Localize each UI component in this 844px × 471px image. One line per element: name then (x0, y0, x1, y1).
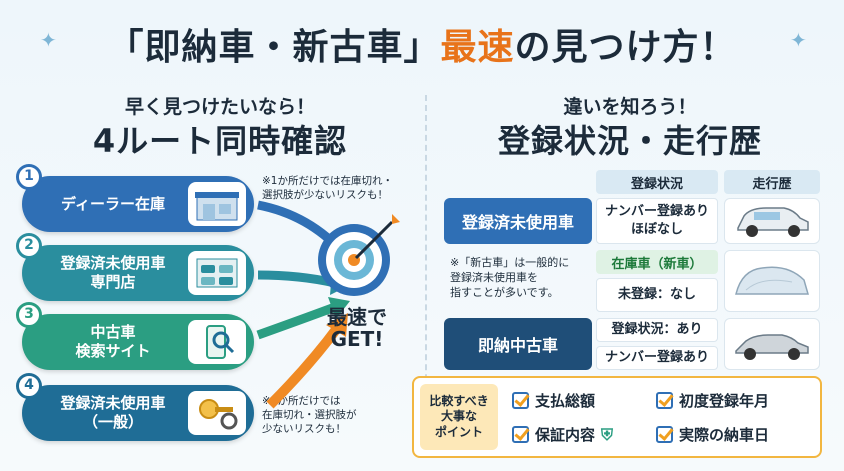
checkbox-icon (656, 426, 673, 443)
point-first-registration: 初度登録年月 (656, 390, 769, 411)
target-icon (318, 214, 400, 296)
route-number: 2 (16, 233, 42, 259)
phone-search-icon (188, 320, 246, 364)
point-total-price: 支払総額 (512, 390, 595, 411)
route-number: 1 (16, 164, 42, 190)
col-header-mileage: 走行歴 (724, 170, 820, 194)
route-used-new-shop: 2 登録済未使用車専門店 (16, 233, 254, 301)
get-text: 最速で GET! (327, 305, 387, 351)
right-heading: 登録状況・走行歴 (497, 122, 762, 160)
checkbox-icon (656, 392, 673, 409)
row2-status: 未登録：なし (596, 278, 718, 312)
arrow-3-icon (256, 297, 350, 340)
car-lot-icon (188, 251, 246, 295)
note-top: ※1か所だけでは在庫切れ・ 選択肢が少ないリスクも！ (262, 175, 393, 202)
row1-status: ナンバー登録あり ほぼなし (596, 198, 718, 244)
left-heading: 4ルート同時確認 (92, 122, 348, 160)
point-delivery-date: 実際の納車日 (656, 424, 769, 445)
divider (425, 95, 427, 450)
arrow-4-icon (266, 313, 348, 409)
car-key-icon (188, 391, 246, 435)
left-subtitle: 早く見つけたいなら！ (124, 96, 315, 118)
checkbox-icon (512, 392, 529, 409)
row-label-stock-new: 在庫車（新車） (596, 250, 718, 274)
covered-car-icon (724, 250, 820, 312)
sparkle-icon: ✦ (790, 28, 807, 52)
row-label-instant-used: 即納中古車 (444, 318, 592, 370)
shinko-note: ※「新古車」は一般的に 登録済未使用車を 指すことが多いです。 (450, 256, 570, 299)
sedan-car-icon (724, 318, 820, 370)
checkbox-icon (512, 426, 529, 443)
note-bottom: ※1か所だけでは 在庫切れ・選択肢が 少ないリスクも！ (262, 395, 357, 436)
route-search-site: 3 中古車検索サイト (16, 302, 254, 370)
row3-status-1: 登録状況：あり (596, 318, 718, 342)
route-general: 4 登録済未使用車（一般） (16, 373, 254, 441)
dealer-building-icon (188, 182, 246, 226)
route-dealer: 1 ディーラー在庫 (16, 164, 254, 232)
point-warranty: 保証内容 ⛨ (512, 424, 613, 445)
route-number: 3 (16, 302, 42, 328)
car-icon (724, 198, 820, 244)
sparkle-icon: ✦ (40, 28, 57, 52)
route-number: 4 (16, 373, 42, 399)
points-label: 比較すべき 大事な ポイント (420, 384, 498, 450)
col-header-status: 登録状況 (596, 170, 718, 194)
right-subtitle: 違いを知ろう！ (563, 96, 697, 118)
shield-check-icon: ⛨ (601, 424, 614, 444)
row-label-registered-unused: 登録済未使用車 (444, 198, 592, 244)
page-title: 「即納車・新古車」最速の見つけ方！ (107, 27, 737, 68)
row3-status-2: ナンバー登録あり (596, 346, 718, 370)
